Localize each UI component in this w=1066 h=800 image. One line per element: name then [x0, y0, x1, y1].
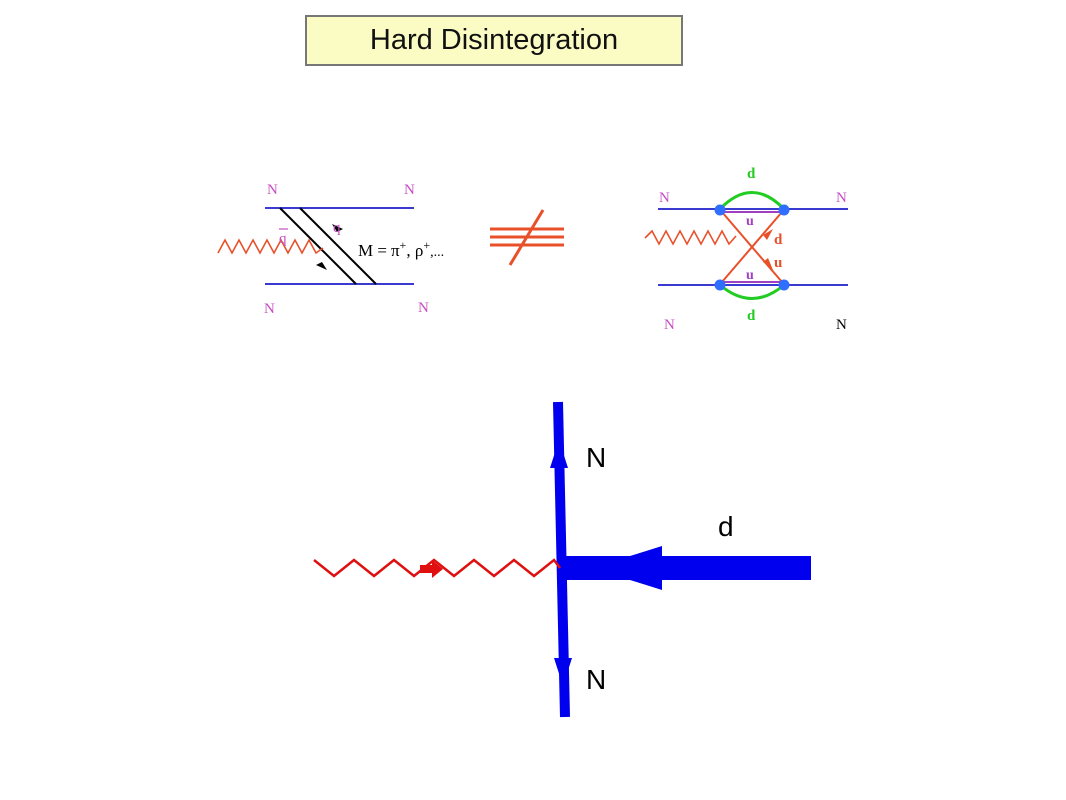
not-equal-symbol [490, 209, 564, 266]
right-quark-arrow-down [763, 258, 773, 270]
bottom-label-n-top: N [586, 442, 606, 473]
right-gluon-arc-bottom [719, 283, 785, 300]
photon-arrow-icon [420, 560, 443, 578]
right-label-u-bottom: u [746, 268, 754, 283]
right-label-u-mid: u [774, 255, 782, 271]
right-label-n-top-left: N [659, 190, 670, 206]
left-meson-prefix: M = [358, 241, 387, 260]
left-feynman-diagram: N N N N q q M =π+, ρ+,... [217, 182, 444, 317]
left-meson-label: M =π+, ρ+,... [358, 238, 444, 260]
right-label-u-top: u [746, 214, 754, 229]
left-meson-pi: π [391, 241, 400, 260]
nucleon-arrow-up [550, 440, 568, 468]
right-label-d-top: d [747, 166, 756, 182]
left-quark-arrow-up [332, 224, 343, 232]
left-label-n-bottom-right: N [418, 300, 429, 316]
left-label-n-top-right: N [404, 182, 415, 198]
right-label-n-bottom-left: N [664, 317, 675, 333]
right-quark-cross-2 [721, 211, 783, 283]
right-vertex-bottom-left [714, 279, 726, 291]
left-label-q: q [333, 220, 341, 236]
nucleon-arrow-down [554, 658, 572, 686]
left-quark-arrow-down [316, 262, 327, 270]
left-meson-rho: , ρ [406, 241, 423, 260]
right-label-n-bottom-right: N [836, 317, 847, 333]
left-meson-pi-charge: + [400, 238, 407, 252]
left-label-n-top-left: N [267, 182, 278, 198]
right-feynman-diagram: N N N N d d u u d u [644, 166, 848, 333]
right-gluon-arc-top [718, 191, 786, 211]
left-label-n-bottom-left: N [264, 301, 275, 317]
right-label-d-bottom: d [747, 308, 756, 324]
left-quark-line-1 [279, 207, 357, 285]
bottom-label-d: d [718, 511, 734, 542]
right-vertex-top-left [714, 204, 726, 216]
bottom-feynman-diagram: N N d [313, 401, 811, 718]
deuteron-arrow-head [592, 546, 662, 590]
right-vertex-bottom-right [778, 279, 790, 291]
right-label-d-mid: d [774, 232, 783, 248]
left-photon-line [217, 238, 324, 255]
right-vertex-top-right [778, 204, 790, 216]
left-meson-tail: ,... [430, 245, 444, 260]
right-quark-arrow-up [763, 229, 773, 240]
photon-line [313, 558, 561, 578]
page-title: Hard Disintegration [369, 24, 619, 56]
right-label-n-top-right: N [836, 190, 847, 206]
left-meson-rho-charge: + [423, 238, 430, 252]
bottom-label-n-bottom: N [586, 664, 606, 695]
left-label-q-bar: q [279, 231, 287, 247]
left-quark-line-2 [299, 207, 377, 285]
title-box: Hard Disintegration [305, 15, 683, 66]
right-photon-line [644, 229, 737, 246]
